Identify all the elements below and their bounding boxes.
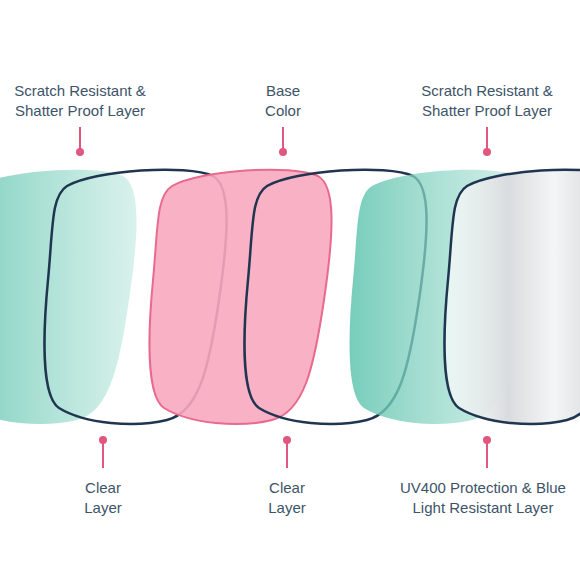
layer-label: Base Color (253, 81, 313, 122)
base-color-lens (150, 170, 332, 424)
leader-dot (283, 436, 291, 444)
leader-line (286, 440, 288, 468)
layer-label: UV400 Protection & Blue Light Resistant … (390, 478, 576, 519)
scratch-resistant-lens (0, 170, 137, 424)
layer-label: Scratch Resistant & Shatter Proof Layer (412, 81, 562, 122)
uv-protection-lens (445, 170, 580, 424)
layer-label: Scratch Resistant & Shatter Proof Layer (5, 81, 155, 122)
leader-dot (76, 148, 84, 156)
layer-label: Clear Layer (78, 478, 128, 519)
leader-dot (279, 148, 287, 156)
leader-dot (99, 436, 107, 444)
leader-dot (483, 148, 491, 156)
leader-line (102, 440, 104, 468)
leader-dot (483, 436, 491, 444)
layer-label: Clear Layer (262, 478, 312, 519)
leader-line (486, 440, 488, 468)
